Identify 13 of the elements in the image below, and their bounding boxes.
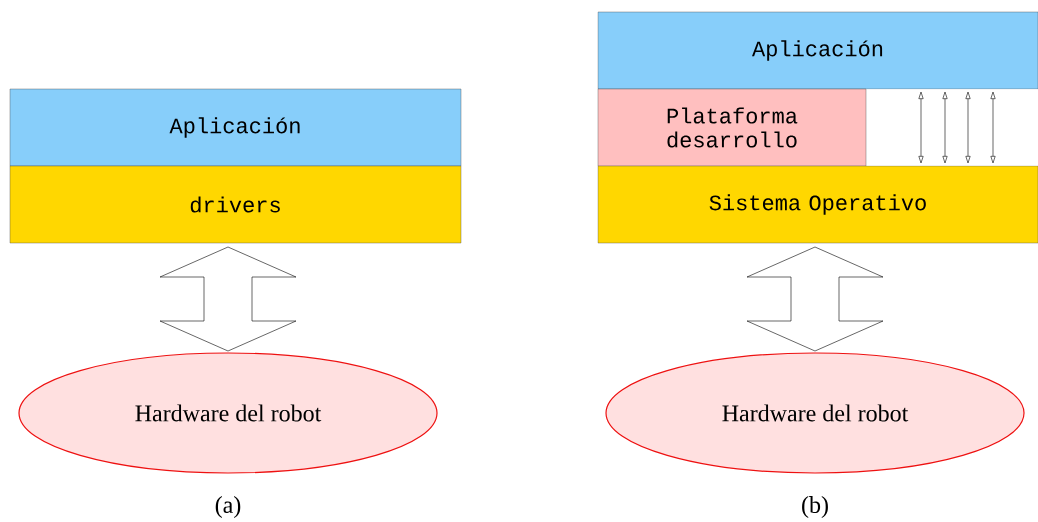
block-arrow xyxy=(159,246,297,352)
double-arrow xyxy=(990,91,996,164)
layer-box: Aplicación xyxy=(9,88,462,167)
layer-box: Aplicación xyxy=(597,11,1038,90)
layer-box: Plataforma desarrollo xyxy=(597,88,867,167)
layer-box: drivers xyxy=(9,165,462,244)
double-arrow xyxy=(965,91,971,164)
block-arrow xyxy=(746,246,884,352)
subfigure-label: (a) xyxy=(215,496,241,518)
double-arrow xyxy=(918,91,924,164)
layer-box: Sistema Operativo xyxy=(597,165,1038,244)
double-arrow xyxy=(942,91,948,164)
subfigure-label: (b) xyxy=(802,496,828,518)
